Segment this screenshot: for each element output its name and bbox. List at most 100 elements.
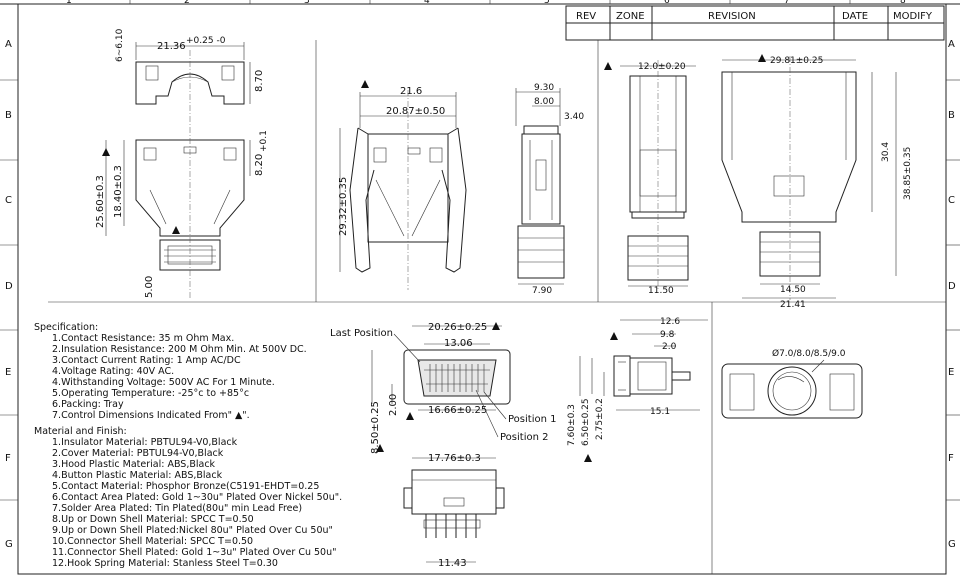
dim-inner-width: 20.87±0.50: [386, 106, 445, 117]
row-label: B: [5, 110, 12, 121]
dim-height-2: 2.00: [388, 394, 399, 416]
table-header-modify: MODIFY: [893, 11, 933, 22]
table-header-rev: REV: [576, 11, 596, 22]
row-label: D: [948, 281, 956, 292]
view-hood-front: 29.81±0.25 30.4 38.85±0.35 14.50 21.41: [721, 54, 913, 310]
material-line: 1.Insulator Material: PBTUL94-V0,Black: [52, 437, 238, 448]
row-label: B: [948, 110, 955, 121]
dim-width-2: 13.06: [444, 338, 473, 349]
spec-line: 4.Voltage Rating: 40V AC.: [52, 366, 174, 377]
dim-width-1: 12.6: [660, 317, 680, 327]
dim-height-2: 18.40±0.3: [113, 165, 124, 218]
row-label: E: [948, 367, 954, 378]
row-labels: A B C D E F G A B C D E F G: [5, 39, 956, 550]
dim-bottom-width: 11.43: [438, 558, 467, 569]
label-position-2: Position 2: [500, 432, 548, 443]
spec-line: 1.Contact Resistance: 35 m Ohm Max.: [52, 333, 234, 344]
row-label: G: [5, 539, 13, 550]
view-hood-side: 12.0±0.20 11.50: [604, 60, 696, 296]
table-header-revision: REVISION: [708, 11, 756, 22]
material-line: 4.Button Plastic Material: ABS,Black: [52, 470, 223, 481]
spec-line: 5.Operating Temperature: -25°c to +85°c: [52, 388, 249, 399]
dim-width: 21.6: [400, 86, 422, 97]
dim-width-2: 9.8: [660, 330, 675, 340]
dim-width-3: 2.0: [662, 342, 677, 352]
material-line: 3.Hood Plastic Material: ABS,Black: [52, 459, 216, 470]
view-bottom-connector: 17.76±0.3 11.43: [403, 453, 505, 569]
view-side-profile: 12.6 9.8 2.0 15.1 7.60±0.3 6.50±0.25 2.7…: [567, 317, 708, 462]
dim-top-width: 29.81±0.25: [770, 56, 823, 66]
dim-height-1: 25.60±0.3: [95, 175, 106, 228]
dim-width-4: 15.1: [650, 407, 670, 417]
revision-table: REV ZONE REVISION DATE MODIFY: [565, 5, 945, 41]
material-line: 5.Contact Material: Phosphor Bronze(C519…: [52, 481, 319, 492]
column-label: 1: [66, 0, 72, 6]
dim-top-width: 12.0±0.20: [638, 62, 686, 72]
spec-line: 2.Insulation Resistance: 200 M Ohm Min. …: [52, 344, 307, 355]
dim-cable-diameter: Ø7.0/8.0/8.5/9.0: [772, 348, 846, 359]
row-label: D: [5, 281, 13, 292]
dim-base-height: 5.00: [144, 276, 155, 298]
table-header-zone: ZONE: [616, 11, 645, 22]
dim-height-2: 38.85±0.35: [903, 147, 913, 200]
spec-line: 3.Contact Current Rating: 1 Amp AC/DC: [52, 355, 241, 366]
column-labels: 1 2 3 4 5 6 7 8: [66, 0, 906, 6]
dim-width-2: 8.00: [534, 97, 554, 107]
dim-top-width: 17.76±0.3: [428, 453, 481, 464]
spec-heading: Specification:: [34, 322, 98, 333]
row-label: G: [948, 539, 956, 550]
dim-base-width: 11.50: [648, 286, 674, 296]
material-line: 7.Solder Area Plated: Tin Plated(80u" mi…: [52, 503, 302, 514]
dim-right-height: 8.70: [254, 70, 265, 92]
dim-height-1: 30.4: [881, 142, 891, 162]
material-heading: Material and Finish:: [34, 426, 127, 437]
material-line: 12.Hook Spring Material: Stanless Steel …: [52, 558, 278, 569]
dim-height-3: 2.75±0.2: [595, 398, 605, 440]
material-line: 9.Up or Down Shell Plated:Nickel 80u" Pl…: [52, 525, 333, 536]
spec-line: 7.Control Dimensions Indicated From" ▲".: [52, 410, 250, 421]
label-position-1: Position 1: [508, 414, 556, 425]
dim-height-1: 8.50±0.25: [370, 401, 381, 454]
view-side-narrow: 9.30 8.00 3.40 7.90: [515, 83, 584, 296]
material-line: 11.Connector Shell Plated: Gold 1~3u" Pl…: [52, 547, 337, 558]
column-label: 3: [304, 0, 310, 6]
row-label: C: [948, 195, 955, 206]
dim-right-height-2: 8.20: [254, 154, 265, 176]
column-label: 5: [544, 0, 550, 6]
column-label: 2: [184, 0, 190, 6]
dim-height-1: 7.60±0.3: [567, 404, 577, 446]
dim-base-width: 7.90: [532, 286, 552, 296]
dim-base-width-2: 21.41: [780, 300, 806, 310]
row-label: E: [5, 367, 11, 378]
material-block: Material and Finish: 1.Insulator Materia…: [34, 426, 342, 569]
row-label: F: [948, 453, 954, 464]
dim-width-1: 9.30: [534, 83, 554, 93]
table-header-date: DATE: [842, 11, 868, 22]
dim-width-tol: +0.25 -0: [186, 36, 226, 46]
column-label: 8: [900, 0, 906, 6]
material-line: 6.Contact Area Plated: Gold 1~30u" Plate…: [52, 492, 342, 503]
material-line: 8.Up or Down Shell Material: SPCC T=0.50: [52, 514, 254, 525]
dim-base-width-1: 14.50: [780, 285, 806, 295]
view-latch-body: 21.6 20.87±0.50 29.32±0.35: [338, 80, 467, 290]
dim-width-1: 20.26±0.25: [428, 322, 487, 333]
row-label: C: [5, 195, 12, 206]
material-line: 10.Connector Shell Material: SPCC T=0.50: [52, 536, 253, 547]
row-label: F: [5, 453, 11, 464]
view-front-latch: 21.36 +0.25 -0 6~6.10 8.70 8.20 +0.1 25.…: [95, 28, 269, 300]
dim-right-height-2-tol: +0.1: [259, 130, 269, 152]
column-ticks: [129, 0, 851, 4]
column-label: 7: [784, 0, 790, 6]
spec-line: 6.Packing: Tray: [52, 399, 124, 410]
dim-top-height: 6~6.10: [115, 28, 125, 62]
view-connector-face: 20.26±0.25 13.06 16.66±0.25 8.50±0.25 2.…: [330, 322, 556, 454]
label-last-position: Last Position: [330, 328, 393, 339]
view-cable-rear: Ø7.0/8.0/8.5/9.0: [721, 348, 863, 419]
dim-height-2: 6.50±0.25: [581, 398, 591, 446]
dim-width-3: 16.66±0.25: [428, 405, 487, 416]
material-line: 2.Cover Material: PBTUL94-V0,Black: [52, 448, 224, 459]
column-label: 4: [424, 0, 430, 6]
specification-block: Specification: 1.Contact Resistance: 35 …: [34, 322, 307, 421]
row-label: A: [948, 39, 955, 50]
